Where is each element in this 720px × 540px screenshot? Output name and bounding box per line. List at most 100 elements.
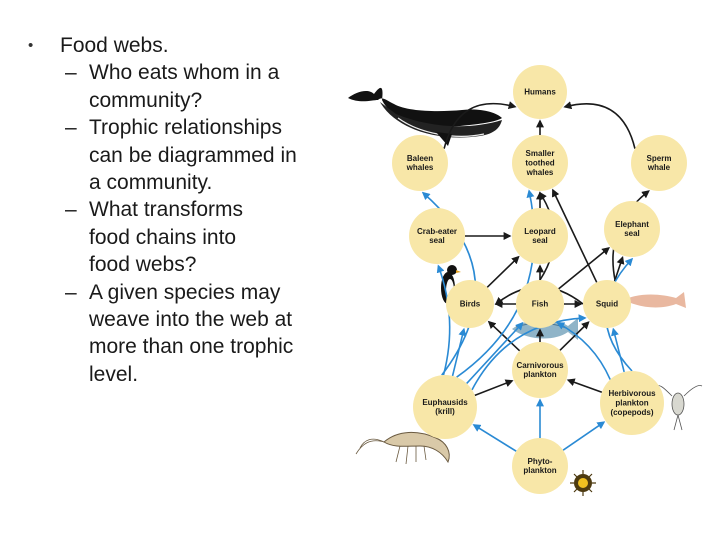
food-web-arrow (472, 424, 517, 452)
node-circle (516, 280, 564, 328)
node-krill: Euphausids(krill) (413, 375, 477, 439)
node-circle (513, 65, 567, 119)
food-web-arrow (613, 255, 625, 282)
node-label: Leopard (524, 227, 556, 236)
node-label: Baleen (407, 154, 433, 163)
sub-bullet-dash: – (65, 61, 77, 85)
node-label: seal (429, 236, 445, 245)
sub-bullet-line: more than one trophic (89, 335, 294, 359)
node-label: Fish (532, 300, 549, 309)
food-web-arrow (563, 101, 636, 149)
sub-bullet-line: What transforms (89, 198, 244, 222)
sub-bullet-2: – Trophic relationships can be diagramme… (28, 114, 348, 196)
slide-text: • Food webs. – Who eats whom in a commun… (28, 32, 348, 388)
food-web-arrow (443, 101, 517, 149)
node-circle (512, 342, 568, 398)
sub-bullet-dash: – (65, 116, 77, 140)
node-fish: Fish (516, 280, 564, 328)
node-label: Crab-eater (417, 227, 457, 236)
sub-bullet-line: can be diagrammed in (89, 143, 297, 167)
sub-bullet-3: – What transforms food chains into food … (28, 196, 348, 278)
sub-bullet-line: level. (89, 362, 139, 386)
sub-bullet-line: weave into the web at (89, 308, 293, 332)
node-squid: Squid (583, 280, 631, 328)
node-circle (600, 371, 664, 435)
node-circle (413, 375, 477, 439)
food-web-arrow (611, 327, 625, 373)
node-circle (604, 201, 660, 257)
node-circle (583, 280, 631, 328)
sub-bullet-line: community? (89, 88, 203, 112)
node-label: seal (624, 229, 640, 238)
food-web-arrow (562, 421, 606, 451)
sub-bullet-line: Trophic relationships (89, 116, 282, 140)
food-web-arrow (566, 378, 603, 393)
node-label: Squid (596, 300, 618, 309)
node-circle (409, 208, 465, 264)
copepod-illustration (655, 385, 703, 431)
food-web-nodes: HumansBaleenwhalesSmallertoothedwhalesSp… (392, 65, 687, 494)
node-label: Phyto- (528, 457, 553, 466)
food-web-arrow (487, 320, 521, 352)
node-circle (512, 135, 568, 191)
node-circle (631, 135, 687, 191)
node-label: whales (406, 163, 434, 172)
node-label: (copepods) (610, 408, 653, 417)
bullet-main-text: Food webs. (60, 34, 169, 57)
food-web-arrow (436, 264, 451, 376)
sub-bullet-line: food chains into (89, 225, 237, 249)
node-label: Sperm (647, 154, 672, 163)
node-label: plankton (615, 399, 648, 408)
node-phyto: Phyto-plankton (512, 438, 568, 494)
food-web-arrow (471, 314, 587, 391)
node-label: Carnivorous (516, 361, 564, 370)
node-label: Birds (460, 300, 481, 309)
node-label: whales (526, 168, 554, 177)
bullet-food-webs: • Food webs. (28, 32, 348, 59)
node-label: seal (532, 236, 548, 245)
phytoplankton-illustration (570, 470, 596, 496)
food-web-arrow (466, 321, 524, 385)
node-label: (krill) (435, 407, 455, 416)
node-birds: Birds (446, 280, 494, 328)
food-web-arrow (451, 327, 467, 377)
shrimp-illustration (355, 432, 450, 465)
node-humans: Humans (513, 65, 567, 119)
node-label: Smaller (526, 149, 555, 158)
sub-bullet-line: A given species may (89, 280, 281, 304)
node-label: Herbivorous (608, 389, 656, 398)
sub-bullet-line: food webs? (89, 253, 197, 277)
sub-bullet-4: – A given species may weave into the web… (28, 279, 348, 389)
food-web-arrow (486, 255, 520, 288)
node-label: Humans (524, 88, 556, 97)
food-web-arrow (559, 321, 590, 351)
node-label: toothed (525, 159, 554, 168)
food-web-arrow (474, 379, 514, 397)
food-web-arrow (552, 188, 598, 283)
node-circle (392, 135, 448, 191)
node-circle (512, 438, 568, 494)
node-label: Elephant (615, 220, 649, 229)
node-circle (512, 208, 568, 264)
node-circle (446, 280, 494, 328)
node-label: whale (647, 163, 671, 172)
node-label: plankton (523, 370, 556, 379)
food-web-arrow (558, 246, 610, 290)
sub-bullet-line: a community. (89, 171, 213, 195)
sub-bullet-dash: – (65, 280, 77, 304)
sub-bullet-dash: – (65, 198, 77, 222)
node-label: plankton (523, 466, 556, 475)
sub-bullet-1: – Who eats whom in a community? (28, 59, 348, 114)
sub-bullet-line: Who eats whom in a (89, 61, 280, 85)
food-web-arrow (556, 322, 611, 380)
bullet-dot: • (28, 37, 34, 54)
